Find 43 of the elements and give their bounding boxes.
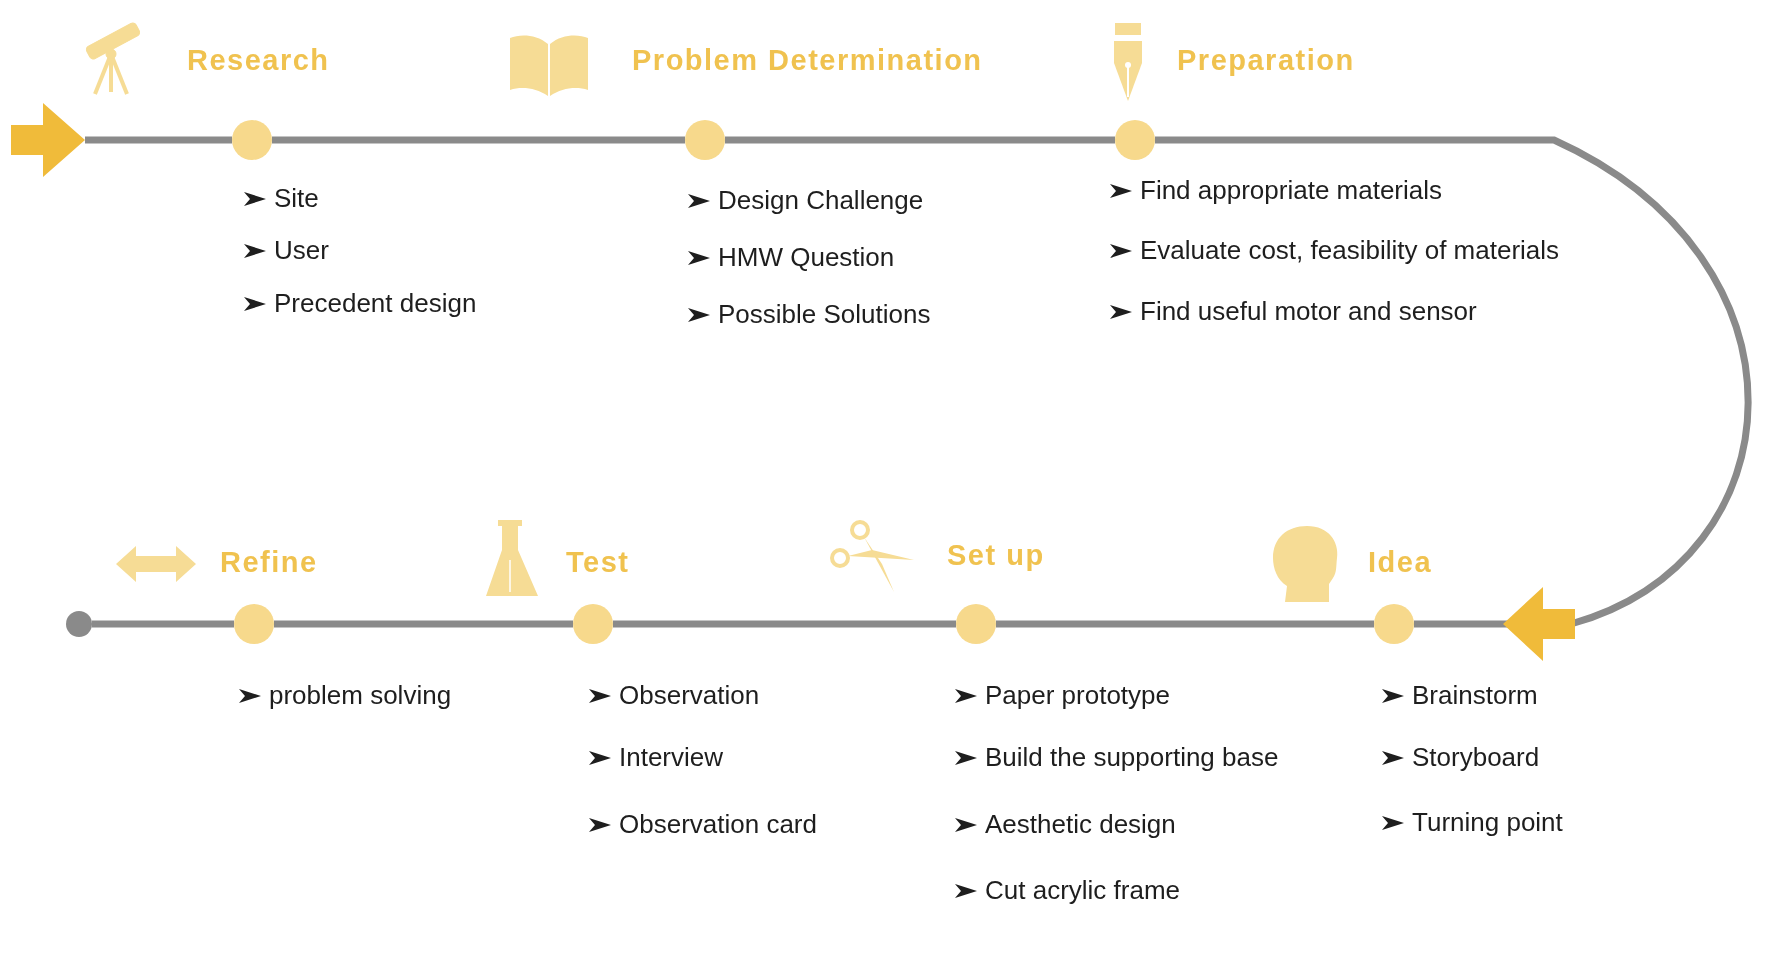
timeline-line: [272, 136, 685, 144]
list-item: Brainstorm: [1412, 680, 1538, 711]
list-item: Interview: [619, 742, 724, 773]
stage-heading: Refine: [220, 546, 318, 579]
list-item: Find useful motor and sensor: [1140, 296, 1477, 327]
list-item: problem solving: [269, 680, 452, 711]
stage-heading: Idea: [1368, 546, 1433, 579]
timeline-line: [85, 136, 232, 144]
stage-circle: [956, 604, 996, 644]
list-item: Observation card: [619, 809, 817, 840]
stage-circle: [1115, 120, 1155, 160]
timeline-line: [92, 620, 234, 628]
list-item: Site: [274, 183, 319, 214]
stage-circle: [234, 604, 274, 644]
stage-circle: [1374, 604, 1414, 644]
stage-circle: [573, 604, 613, 644]
list-item: Find appropriate materials: [1140, 175, 1443, 206]
start-arrow: [11, 103, 85, 177]
list-item: Paper prototype: [985, 680, 1170, 711]
stage-heading: Test: [566, 546, 630, 579]
list-item: Cut acrylic frame: [985, 875, 1181, 906]
timeline-line: [613, 620, 956, 628]
timeline-line: [996, 620, 1374, 628]
list-item: Evaluate cost, feasibility of materials: [1140, 235, 1560, 266]
list-item: Possible Solutions: [718, 299, 931, 330]
list-item: Turning point: [1412, 807, 1563, 838]
timeline-line: [725, 136, 1115, 144]
list-item: Precedent design: [274, 288, 477, 319]
list-item: Build the supporting base: [985, 742, 1279, 773]
stage-circle: [232, 120, 272, 160]
list-item: Aesthetic design: [985, 809, 1176, 840]
stage-circle: [685, 120, 725, 160]
stage-heading: Problem Determination: [632, 44, 983, 77]
list-item: Design Challenge: [718, 185, 924, 216]
list-item: User: [274, 235, 329, 266]
stage-heading: Set up: [947, 539, 1045, 572]
stage-heading: Preparation: [1177, 44, 1355, 77]
stage-heading: Research: [187, 44, 330, 77]
list-item: Observation: [619, 680, 760, 711]
end-dot: [66, 611, 92, 637]
list-item: Storyboard: [1412, 742, 1540, 773]
list-item: HMW Question: [718, 242, 895, 273]
timeline-line: [274, 620, 573, 628]
